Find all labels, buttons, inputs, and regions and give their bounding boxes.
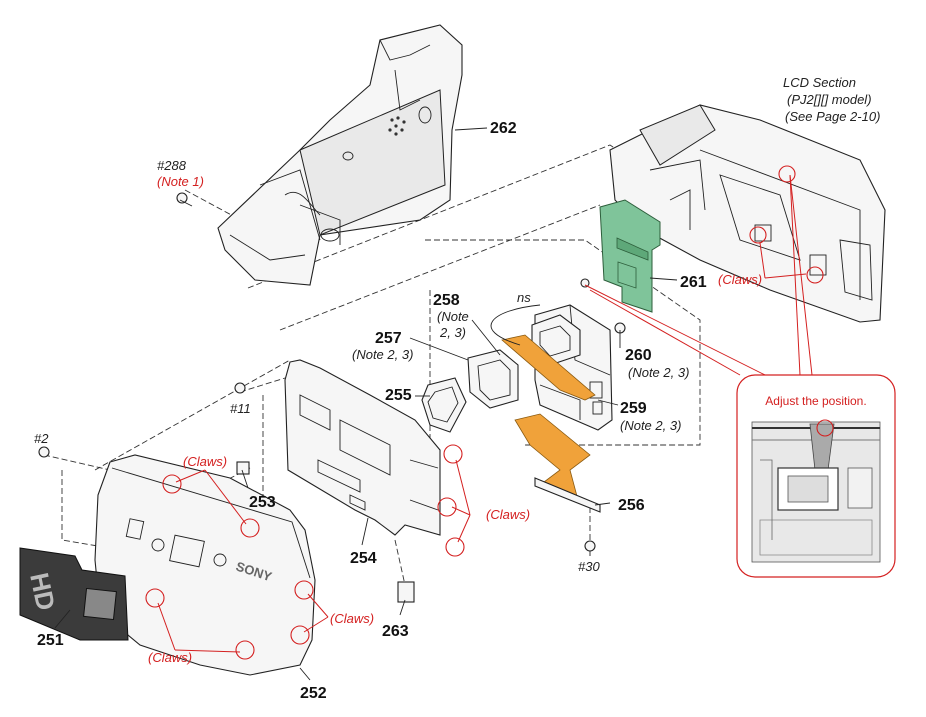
part-254-shield [284,359,465,557]
note-260: (Note 2, 3) [628,365,689,380]
screw-288 [176,192,193,207]
note-258-line1: (Note [437,309,469,324]
part-262-frame [217,24,463,286]
note-258-line2: 2, 3) [439,325,466,340]
label-258: 258 [433,292,460,309]
leader-lines [54,127,678,681]
speaker-grille [388,116,406,136]
claws-label-bottom: (Claws) [148,650,192,665]
part-261-circuit-board [599,199,661,313]
label-263: 263 [382,623,409,640]
label-screw-2: #2 [34,431,49,446]
label-ns: ns [517,290,531,305]
claws-label-top: (Claws) [183,454,227,469]
part-252-front-cabinet [94,454,316,676]
claws-label-shield: (Claws) [486,507,530,522]
label-255: 255 [385,387,412,404]
inset-photo [751,419,881,563]
label-256: 256 [618,497,645,514]
flex-cable-orange [501,334,596,501]
lcd-see-page-link[interactable]: (See Page 2-10) [785,109,880,124]
screw-260 [580,278,626,334]
inset-caption: Adjust the position. [765,394,866,408]
label-screw-288: #288 [157,158,187,173]
claws-label-lcd: (Claws) [718,272,762,287]
note-1: (Note 1) [157,174,204,189]
note-259: (Note 2, 3) [620,418,681,433]
screw-2 [38,446,50,458]
label-259: 259 [620,400,647,417]
lcd-section-assembly [609,104,886,323]
note-257: (Note 2, 3) [352,347,413,362]
lcd-section-title: LCD Section [783,75,856,90]
screw-30 [584,540,596,556]
part-263-pad [397,581,415,603]
label-screw-11: #11 [230,401,251,416]
label-262: 262 [490,120,517,137]
label-254: 254 [350,550,377,567]
part-256-plate [534,477,601,513]
screw-11 [234,382,246,394]
part-257-frame [467,349,519,409]
label-252: 252 [300,685,327,702]
lcd-section-model: (PJ2[][] model) [787,92,872,107]
label-253: 253 [249,494,276,511]
label-screw-30: #30 [578,559,600,574]
label-260: 260 [625,347,652,364]
part-251-badge-panel: HD [19,547,129,641]
inset-detail-panel: Adjust the position. [736,374,896,578]
claws-label-right: (Claws) [330,611,374,626]
label-257: 257 [375,330,402,347]
label-251: 251 [37,632,64,649]
claw-callout-lines [157,174,813,653]
label-261: 261 [680,274,707,291]
part-255-sheet [421,377,467,433]
